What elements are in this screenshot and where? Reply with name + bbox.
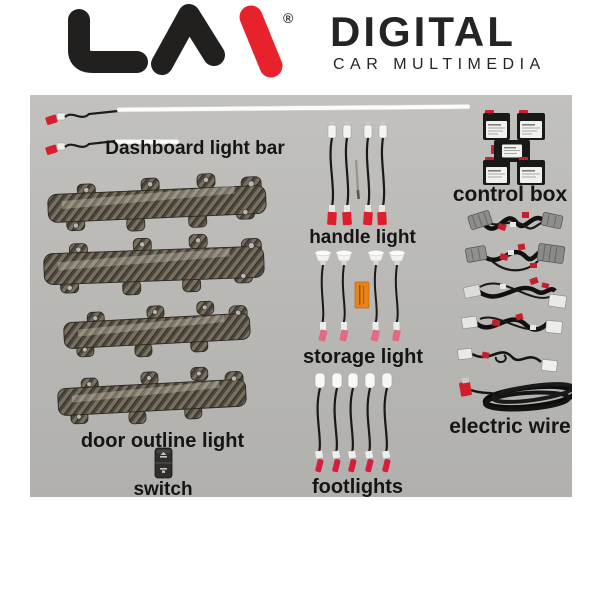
dashboard-light-bar-label: Dashboard light bar xyxy=(105,138,285,159)
lm-logo xyxy=(55,4,300,84)
footlights-label: footlights xyxy=(311,476,404,498)
door-outline-light-panel-3 xyxy=(63,300,251,358)
product-panel: Dashboard light bar door outline light s… xyxy=(30,95,572,500)
handle-light-label: handle light xyxy=(309,227,416,248)
electric-wire-label: electric wire xyxy=(449,415,571,438)
storage-light-label: storage light xyxy=(302,346,423,368)
switch-label: switch xyxy=(133,479,193,500)
handle-light-image xyxy=(327,122,388,226)
drill-pin-image xyxy=(354,159,360,200)
control-box-label: control box xyxy=(452,183,568,206)
footlights-image xyxy=(314,372,393,473)
door-outline-light-panel-1 xyxy=(47,173,267,232)
control-box-image xyxy=(483,110,545,185)
product-collage xyxy=(43,104,572,479)
switch-image xyxy=(154,447,173,479)
dashboard-light-bar-image xyxy=(45,104,471,156)
registered-trademark: ® xyxy=(283,10,294,26)
door-outline-light-label: door outline light xyxy=(80,430,245,452)
door-outline-light-panel-2 xyxy=(43,233,265,296)
brand-subtitle: CAR MULTIMEDIA xyxy=(333,56,546,73)
brand-title: DIGITAL xyxy=(330,8,516,55)
brand-header: ® DIGITAL CAR MULTIMEDIA xyxy=(0,0,600,95)
storage-light-image xyxy=(314,250,406,342)
electric-wire-image xyxy=(457,210,572,412)
lm-logo-icon xyxy=(68,4,283,78)
orange-tag-image xyxy=(354,281,370,309)
door-outline-light-panel-4 xyxy=(57,366,247,425)
